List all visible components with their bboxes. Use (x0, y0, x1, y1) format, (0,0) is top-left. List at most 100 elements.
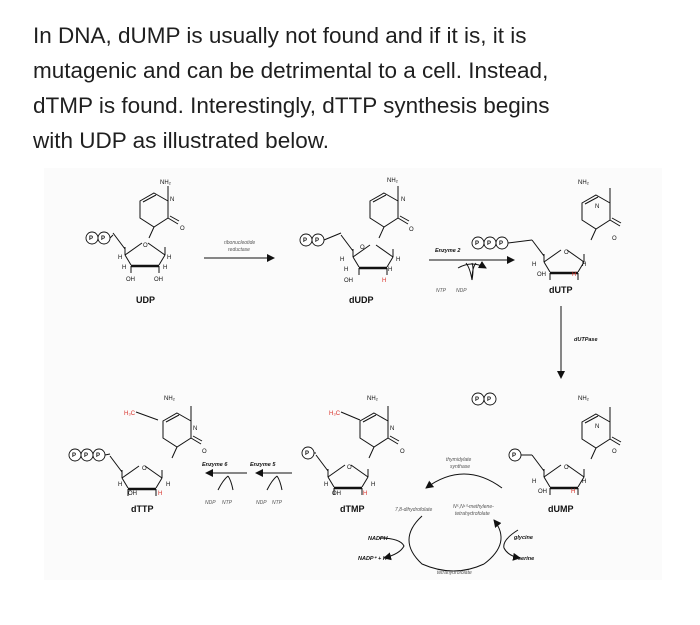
dttp-h2: H (166, 482, 170, 488)
dudp-p2: P (315, 238, 319, 244)
dump-structure: NH₂ N O O H H OH H P dUMP (508, 396, 622, 514)
dttp-o: O (202, 449, 207, 455)
dump-n: N (595, 424, 599, 430)
nadph-curve (378, 537, 405, 561)
dump-h1: H (532, 479, 536, 485)
folate-cycle-left (408, 515, 485, 572)
udp-h4: H (163, 265, 167, 271)
dutp-nh2: NH₂ (578, 180, 590, 186)
enzyme5-ntp: NTP (272, 500, 283, 506)
dttp-p3: P (96, 453, 100, 459)
dump-p: P (512, 453, 516, 459)
question-line-4: with UDP as illustrated below. (33, 128, 329, 153)
enzyme5-cofactor-curve (266, 475, 283, 491)
pathway-diagram: NH₂ N O O H H H H OH OH P P UDP ribonucl… (68, 178, 622, 576)
dump-oh: OH (538, 489, 547, 495)
question-line-1: In DNA, dUMP is usually not found and if… (33, 23, 527, 48)
dttp-structure: NH₂ H₃C N O O H H OH H P P P dTTP (68, 396, 207, 514)
udp-oh1: OH (126, 277, 135, 283)
udp-label: UDP (136, 295, 155, 305)
udp-o: O (180, 226, 185, 232)
dudp-h-red: H (382, 278, 386, 284)
dtmp-p: P (305, 451, 309, 457)
dudp-p1: P (303, 238, 307, 244)
enzyme2-ndp: NDP (456, 288, 467, 294)
question-line-3: dTMP is found. Interestingly, dTTP synth… (33, 93, 550, 118)
dudp-nh2: NH₂ (387, 178, 399, 184)
dtmp-label: dTMP (340, 504, 365, 514)
udp-structure: NH₂ N O O H H H H OH OH P P UDP (85, 180, 185, 305)
dudp-h2: H (396, 257, 400, 263)
glycine-serine-curve (503, 529, 521, 561)
dttp-p1: P (72, 453, 76, 459)
dudp-ring-o: O (360, 245, 365, 251)
udp-p2: P (101, 236, 105, 242)
dtmp-ring-o: O (347, 465, 352, 471)
rnr-label-1: ribonucleotide (224, 240, 255, 246)
dtmp-structure: NH₂ H₃C N O O H H OH H P dTMP (301, 396, 405, 514)
dtmp-nh2: NH₂ (367, 396, 379, 402)
enzyme5-ndp: NDP (256, 500, 267, 506)
dutp-o: O (612, 236, 617, 242)
dudp-o: O (409, 227, 414, 233)
udp-oh2: OH (154, 277, 163, 283)
dump-h-red: H (571, 489, 575, 495)
dtmp-n: N (390, 426, 394, 432)
udp-h1: H (118, 255, 122, 261)
question-text: In DNA, dUMP is usually not found and if… (33, 18, 673, 158)
dttp-nh2: NH₂ (164, 396, 176, 402)
dttp-h-red: H (158, 491, 162, 497)
dtmp-oh: OH (332, 491, 341, 497)
enzyme6-label: Enzyme 6 (202, 462, 228, 468)
folate-cycle-right (483, 519, 502, 565)
enzyme6-cofactor-curve (217, 475, 234, 491)
dutp-p1: P (475, 241, 479, 247)
dutp-h-red: H (572, 272, 576, 278)
dutp-h1: H (532, 262, 536, 268)
dttp-ring-o: O (142, 466, 147, 472)
dudp-n: N (401, 197, 405, 203)
udp-n: N (170, 197, 174, 203)
methylene-thf-label-1: N⁵,N¹⁰-methylene- (453, 504, 494, 510)
dudp-label: dUDP (349, 295, 374, 305)
udp-h3: H (122, 265, 126, 271)
dump-ring-o: O (564, 465, 569, 471)
dtmp-h3c: H₃C (329, 411, 341, 417)
dutp-structure: NH₂ N O O H H OH H P P P dUTP (471, 180, 622, 295)
dudp-oh: OH (344, 278, 353, 284)
dutp-label: dUTP (549, 285, 573, 295)
serine-label: serine (518, 556, 534, 562)
enzyme5-label: Enzyme 5 (250, 462, 276, 468)
dutp-oh: OH (537, 272, 546, 278)
dudp-structure: NH₂ N O O H H H H OH H P P dUDP (299, 178, 414, 305)
dutp-h2: H (582, 262, 586, 268)
glycine-label: glycine (513, 535, 533, 541)
udp-ring-o: O (143, 243, 148, 249)
thymidylate-label-2: synthase (450, 464, 470, 470)
dutp-n: N (595, 204, 599, 210)
udp-h2: H (167, 255, 171, 261)
enzyme2-cofactor-curve (465, 262, 477, 281)
free-p1: P (475, 397, 479, 403)
arrow-dump-dtmp (425, 473, 503, 489)
dudp-h4: H (388, 267, 392, 273)
dtmp-h2: H (371, 482, 375, 488)
dudp-h3: H (344, 267, 348, 273)
thf-label: tetrahydrofolate (437, 570, 472, 576)
dttp-p2: P (84, 453, 88, 459)
pathway-figure: NH₂ N O O H H H H OH OH P P UDP ribonucl… (44, 168, 662, 580)
methylene-thf-label-2: tetrahydrofolate (455, 511, 490, 517)
dutp-ring-o: O (564, 250, 569, 256)
enzyme6-ndp: NDP (205, 500, 216, 506)
enzyme2-ntp: NTP (436, 288, 447, 294)
dtmp-h-red: H (363, 491, 367, 497)
dutp-p2: P (487, 241, 491, 247)
dttp-label: dTTP (131, 504, 154, 514)
dihydrofolate-label: 7,8-dihydrofolate (395, 507, 432, 513)
dutpase-label: dUTPase (574, 337, 598, 343)
dttp-h1: H (118, 482, 122, 488)
udp-p1: P (89, 236, 93, 242)
dump-label: dUMP (548, 504, 574, 514)
dttp-n: N (193, 426, 197, 432)
dump-nh2: NH₂ (578, 396, 590, 402)
